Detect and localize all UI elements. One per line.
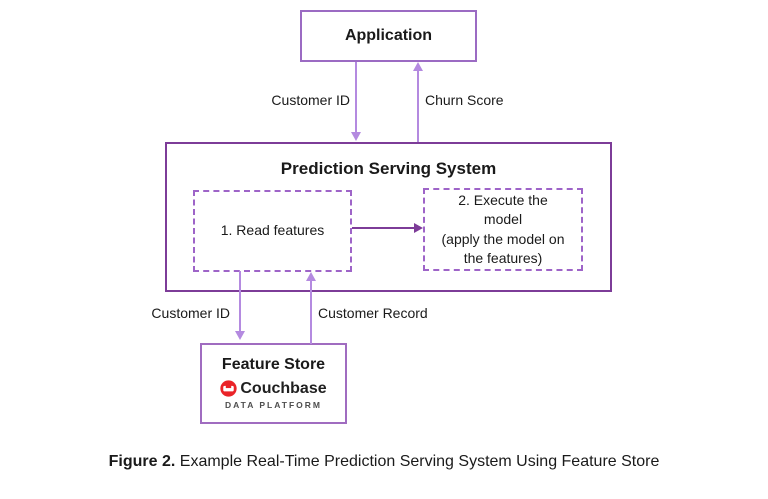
- application-label: Application: [344, 27, 433, 44]
- edge-label-churn-score: Churn Score: [425, 92, 504, 108]
- arrow-app-to-system: [351, 62, 361, 141]
- arrow-read-to-execute: [352, 223, 423, 233]
- read-features-label: 1. Read features: [220, 222, 325, 239]
- edge-label-customer-id-top: Customer ID: [271, 92, 350, 108]
- node-read-features: 1. Read features: [193, 190, 352, 272]
- couchbase-logo-icon: [220, 380, 238, 397]
- execute-model-label: 2. Execute the model (apply the model on…: [441, 191, 565, 266]
- figure-caption-text: Example Real-Time Prediction Serving Sys…: [179, 453, 660, 470]
- node-feature-store: Feature Store Couchbase DATA PLATFORM: [200, 343, 347, 424]
- couchbase-subtitle: DATA PLATFORM: [225, 400, 322, 410]
- arrow-system-to-app: [413, 62, 423, 142]
- node-application: Application: [300, 10, 477, 62]
- node-execute-model: 2. Execute the model (apply the model on…: [423, 188, 583, 271]
- edge-label-customer-record: Customer Record: [318, 305, 428, 321]
- arrow-store-to-system: [306, 272, 316, 344]
- edge-label-customer-id-bottom: Customer ID: [151, 305, 230, 321]
- prediction-system-title: Prediction Serving System: [280, 159, 497, 178]
- feature-store-label: Feature Store: [221, 356, 326, 373]
- arrow-system-to-store: [235, 271, 245, 340]
- couchbase-logo: Couchbase: [220, 379, 327, 397]
- couchbase-wordmark: Couchbase: [240, 379, 327, 397]
- figure-caption-label: Figure 2.: [108, 453, 176, 470]
- figure-caption: Figure 2. Example Real-Time Prediction S…: [0, 453, 768, 471]
